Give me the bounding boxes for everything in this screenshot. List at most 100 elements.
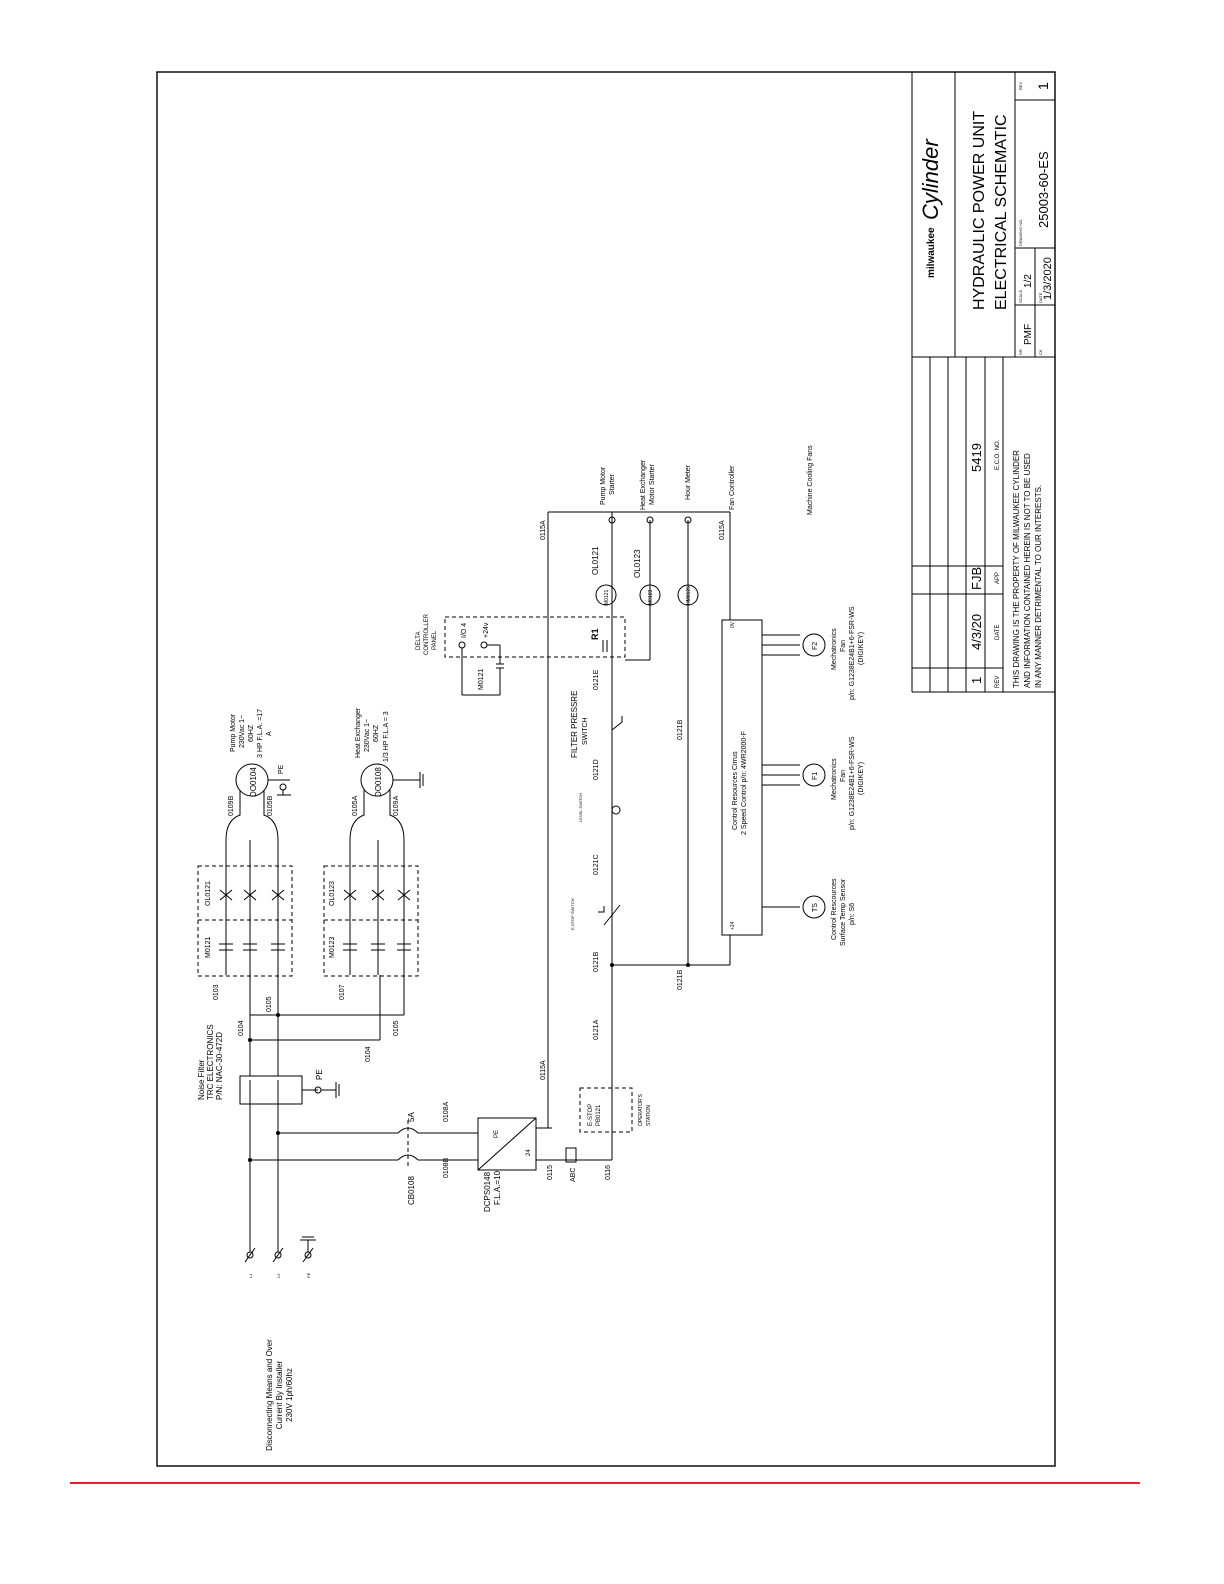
fuse-and-estop: ABC E-STOP PB0121 OPERATOR'S STATION [565, 1087, 652, 1182]
wire-0105-label-b: 0105 [393, 1020, 400, 1036]
wire-0116-label: 0116 [605, 1165, 612, 1180]
rev-label: REV [1018, 81, 1023, 90]
property-notice-1: THIS DRAWING IS THE PROPERTY OF MILWAUKE… [1012, 450, 1021, 688]
wire-0105-label-a: 0105 [266, 996, 273, 1012]
f2-line-4: (DIGIKEY) [858, 632, 865, 665]
dr-value: PMF [1023, 324, 1034, 345]
f2-line-2: Fan [840, 640, 847, 652]
rev-row-date: 4/3/20 [969, 614, 984, 650]
noise-filter: Noise Filter TRC ELECTRONICS P/N: NAC-30… [197, 960, 340, 1105]
rung-m0121: M0121 [604, 589, 610, 605]
wire-0121b-label-a: 0121B [593, 951, 600, 972]
relay-r1: R1 [590, 628, 600, 640]
delta-24v: +24v [483, 622, 490, 638]
pump-motor-id: DO0104 [249, 767, 258, 797]
wire-0121b-label-c: 0121B [677, 719, 684, 740]
rev-row-app: FJB [969, 567, 984, 590]
f1-line-2: Fan [840, 770, 847, 782]
drawing-no: 25003-60-ES [1036, 151, 1051, 228]
rung-ol0123: OL0123 [633, 549, 642, 578]
wire-0115a-label-c: 0115A [719, 520, 726, 540]
estop-switch-label: E-STOP SWITCH [570, 898, 575, 930]
f2-tag: F2 [812, 642, 819, 650]
breaker-rating: 5A [407, 1112, 416, 1122]
hx-contactor-id: M0123 [329, 936, 336, 958]
eco-col-header: E.C.O. NO. [995, 439, 1001, 470]
power-input: Disconnecting Means and Over Current By … [244, 1080, 398, 1451]
rung-cooling-fans: Machine Cooling Fans [807, 445, 814, 515]
fan-controller-0v: 0V [730, 621, 736, 628]
pump-contactor-overload: M0121 OL0121 0109B 0105B [197, 790, 293, 977]
power-bus: 0104 0105 0104 0105 0103 0107 [213, 975, 405, 1062]
pump-motor-line-4: 3 HP F.L.A. =17 [257, 709, 264, 758]
rung-ol0121: OL0121 [591, 546, 600, 575]
pump-motor-line-2: 230Vac 1~ [239, 715, 246, 748]
delta-controller-panel [444, 616, 626, 658]
sheet-border [156, 71, 1056, 1467]
fuse-label: ABC [570, 1168, 577, 1182]
fan-controller: Control Resources Cirrus 2 Speed Control… [721, 619, 800, 936]
pump-motor: DO0104 Pump Motor 230Vac 1~ 60HZ 3 HP F.… [230, 709, 291, 797]
ts-tag: TS [812, 903, 819, 912]
drawing-title-line1: HYDRAULIC POWER UNIT [971, 111, 988, 310]
terminal-pe-label: PE [306, 1272, 311, 1278]
hour-meter-symbol [677, 584, 699, 606]
app-col-header: APP [995, 572, 1001, 584]
rev-row-rev: 1 [969, 677, 984, 684]
wire-0121b-label-b: 0121B [677, 969, 684, 990]
wire-0105b-label: 0105B [267, 795, 274, 816]
wire-0115-label: 0115 [547, 1165, 554, 1180]
pump-motor-line-1: Pump Motor [230, 713, 237, 752]
terminal-l1-label: L1 [248, 1273, 253, 1278]
power-supply-dcps0148: DCPS0148 F.L.A.=10 PE 24 0115 0116 [477, 1100, 612, 1212]
revision-table: REV DATE APP E.C.O. NO. 1 4/3/20 FJB 541… [912, 357, 1004, 692]
footer-rule [70, 1482, 1140, 1484]
f1-line-1: Mechatronics [831, 758, 838, 800]
pump-contactor-id: M0121 [205, 936, 212, 958]
rung-hx-starter-2: Motor Starter [649, 463, 656, 505]
drawing-no-label: DRAWING NO. [1018, 219, 1023, 246]
terminal-l2-label: L2 [276, 1273, 281, 1278]
rung-m0123: M0123 [648, 589, 654, 605]
drawing-title-line2: ELECTRICAL SCHEMATIC [993, 114, 1010, 310]
wire-0108a-label: 0108A [443, 1101, 450, 1122]
psu-id: DCPS0148 [483, 1171, 492, 1212]
filter-switch-line-2: SWITCH [582, 717, 589, 745]
power-input-desc-2: Current By Installer [275, 1360, 284, 1429]
ck-label: CK [1038, 349, 1043, 355]
wire-0121a-label: 0121A [593, 1019, 600, 1040]
pump-motor-line-5: A [266, 731, 273, 736]
hx-motor-id: DO0108 [374, 767, 383, 797]
estop-ref: PB0121 [596, 1104, 602, 1126]
wire-0103-label: 0103 [213, 984, 220, 1000]
estop-label: E-STOP [588, 1104, 594, 1126]
pump-overload-id: OL0121 [205, 881, 212, 906]
delta-panel-1: DELTA [416, 632, 422, 650]
wire-0107b-label: 0105A [352, 795, 359, 816]
estop-box [579, 1087, 633, 1133]
delta-m0121: M0121 [478, 668, 485, 690]
rung-pump-starter-1: Pump Motor [600, 466, 607, 505]
power-input-desc-3: 230V 1ph/60hz [285, 1368, 294, 1422]
pump-motor-line-3: 60HZ [248, 724, 255, 742]
wire-0121c-label: 0121C [593, 854, 600, 875]
fuse-symbol [565, 1147, 577, 1163]
hx-overload-id: OL0123 [329, 881, 336, 906]
psu-pe: PE [494, 1130, 500, 1138]
f1-line-3: p/n: G1238E24B1+6-FSR-WS [849, 736, 856, 830]
company-script: Cylinder [918, 138, 943, 220]
rung-pump-starter-2: Starter [609, 473, 616, 495]
rung-fan-controller: Fan Controller [729, 465, 736, 510]
fan-controller-24: +24 [730, 921, 736, 930]
title-block: milwaukee Cylinder HYDRAULIC POWER UNIT … [911, 72, 1055, 693]
delta-panel-3: PANEL [432, 630, 438, 650]
delta-io: I/O 4 [461, 623, 468, 638]
wire-0121d-label: 0121D [593, 759, 600, 780]
fan-f1: F1 Mechatronics Fan p/n: G1238E24B1+6-FS… [802, 736, 865, 830]
level-switch-label: LEVEL SWITCH [578, 793, 583, 822]
fan-f2: F2 Mechatronics Fan p/n: G1238E24B1+6-FS… [802, 606, 865, 700]
hx-line-2: 230Vac 1~ [364, 719, 371, 752]
noise-filter-line-3: P/N: NAC-30-472D [215, 1032, 224, 1100]
ts-line-3: p/n: S6 [849, 903, 856, 925]
f1-tag: F1 [812, 772, 819, 780]
